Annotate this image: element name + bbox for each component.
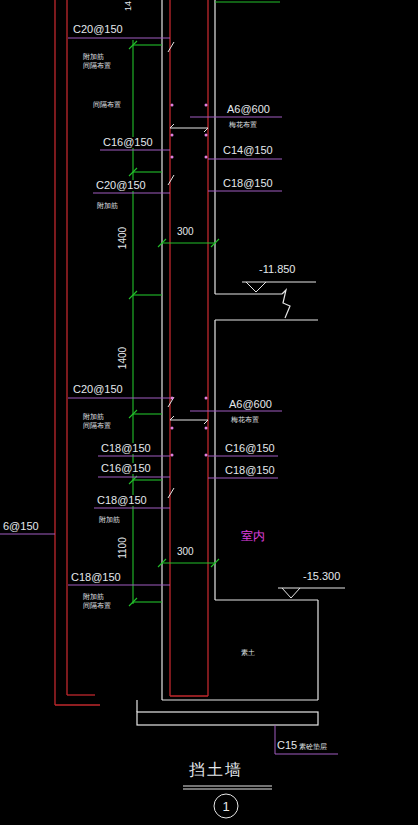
rebar-label: -11.850 <box>258 264 297 275</box>
rebar-label: 间隔布置 <box>82 62 112 69</box>
detail-number: 1 <box>213 799 239 814</box>
tie-bars <box>168 42 208 498</box>
rebar-label: C20@150 <box>72 384 124 395</box>
rebar-label: C16@150 <box>102 137 154 148</box>
rebar-dots <box>171 104 208 457</box>
rebar-label: A6@600 <box>226 104 271 115</box>
rebar-label: C18@150 <box>70 572 122 583</box>
leader-lines <box>0 38 338 754</box>
rebar-label: 附加筋 <box>98 516 121 523</box>
rebar-label: 300 <box>176 227 195 237</box>
detail-number-circle: 1 <box>213 793 239 819</box>
rebar-label: 间隔布置 <box>82 422 112 429</box>
rebar-label: C14@150 <box>222 145 274 156</box>
dimension-text: 1400 <box>118 226 128 250</box>
rebar-label: 素土 <box>240 649 256 656</box>
rebar-label: C20@150 <box>72 24 124 35</box>
rebar-label: C20@150 <box>95 180 147 191</box>
rebar-label: 梅花布置 <box>230 416 260 423</box>
rebar-label: 附加筋 <box>96 202 119 209</box>
rebar-label: 附加筋 <box>82 53 105 60</box>
rebar-label: 附加筋 <box>82 413 105 420</box>
rebar-lines <box>55 0 208 705</box>
level-markers <box>242 282 345 598</box>
rebar-label: 梅花布置 <box>228 121 258 128</box>
rebar-label: A6@600 <box>228 399 273 410</box>
rebar-label: 附加筋 <box>82 593 105 600</box>
drawing-title: 挡土墙 <box>188 762 244 778</box>
rebar-label: 6@150 <box>2 521 40 532</box>
dimension-text: 14 <box>124 0 133 12</box>
rebar-label: 300 <box>176 547 195 557</box>
title-underline <box>183 786 272 789</box>
rebar-label: 室内 <box>240 530 266 542</box>
rebar-label: C18@150 <box>100 443 152 454</box>
rebar-label: C16@150 <box>100 463 152 474</box>
concrete-outline <box>137 0 318 725</box>
dimension-text: 1100 <box>118 536 128 560</box>
rebar-label: -15.300 <box>302 571 341 582</box>
rebar-label: C18@150 <box>96 495 148 506</box>
rebar-label: C18@150 <box>222 178 274 189</box>
dimension-lines <box>129 2 280 606</box>
dimension-text: 1400 <box>118 346 128 370</box>
rebar-label: 间隔布置 <box>92 101 122 108</box>
rebar-label: 间隔布置 <box>82 602 112 609</box>
rebar-label: 素砼垫层 <box>298 743 328 750</box>
rebar-label: C18@150 <box>224 465 276 476</box>
rebar-label: C15 <box>276 740 298 751</box>
rebar-label: C16@150 <box>224 443 276 454</box>
